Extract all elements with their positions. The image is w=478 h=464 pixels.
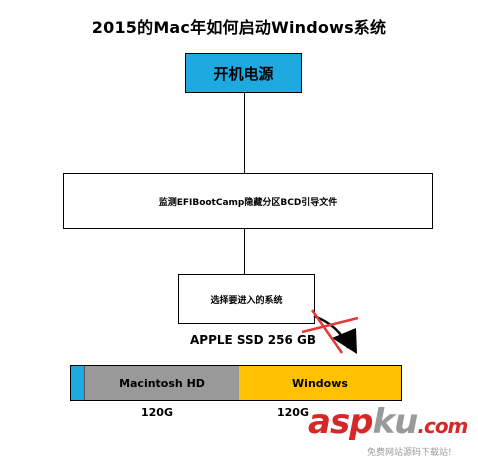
disk-name: APPLE SSD 256 GB bbox=[190, 333, 317, 347]
efi-detect-label: 监测EFIBootCamp隐藏分区BCD引导文件 bbox=[158, 197, 338, 208]
connector-power-efi bbox=[244, 93, 245, 173]
select-system-box: 选择要进入的系统 bbox=[178, 274, 315, 324]
watermark-brand-a: asp bbox=[308, 402, 374, 442]
windows-size: 120G bbox=[277, 406, 309, 419]
cross-mark-line-2 bbox=[301, 316, 359, 334]
partition-windows-label: Windows bbox=[292, 376, 348, 390]
watermark-brand-c: .com bbox=[417, 414, 468, 438]
disk-bar: Macintosh HD Windows bbox=[70, 365, 402, 401]
partition-macintosh-hd: Macintosh HD bbox=[85, 366, 239, 400]
macintosh-hd-size: 120G bbox=[141, 406, 173, 419]
efi-detect-box: 监测EFIBootCamp隐藏分区BCD引导文件 bbox=[63, 173, 433, 229]
watermark-logo: aspku.com bbox=[308, 402, 468, 442]
diagram-title: 2015的Mac年如何启动Windows系统 bbox=[91, 18, 387, 37]
power-on-box: 开机电源 bbox=[185, 53, 302, 93]
partition-windows: Windows bbox=[239, 366, 401, 400]
connector-efi-select bbox=[244, 229, 245, 274]
watermark-brand-b: ku bbox=[372, 402, 419, 442]
partition-macintosh-hd-label: Macintosh HD bbox=[119, 376, 205, 390]
arrowhead-icon bbox=[332, 328, 357, 354]
select-system-label: 选择要进入的系统 bbox=[210, 295, 283, 306]
partition-efi bbox=[71, 366, 85, 400]
cross-mark-line-1 bbox=[310, 309, 344, 354]
power-on-label: 开机电源 bbox=[213, 64, 274, 83]
watermark-subtitle: 免费网站源码下载站! bbox=[367, 448, 452, 458]
